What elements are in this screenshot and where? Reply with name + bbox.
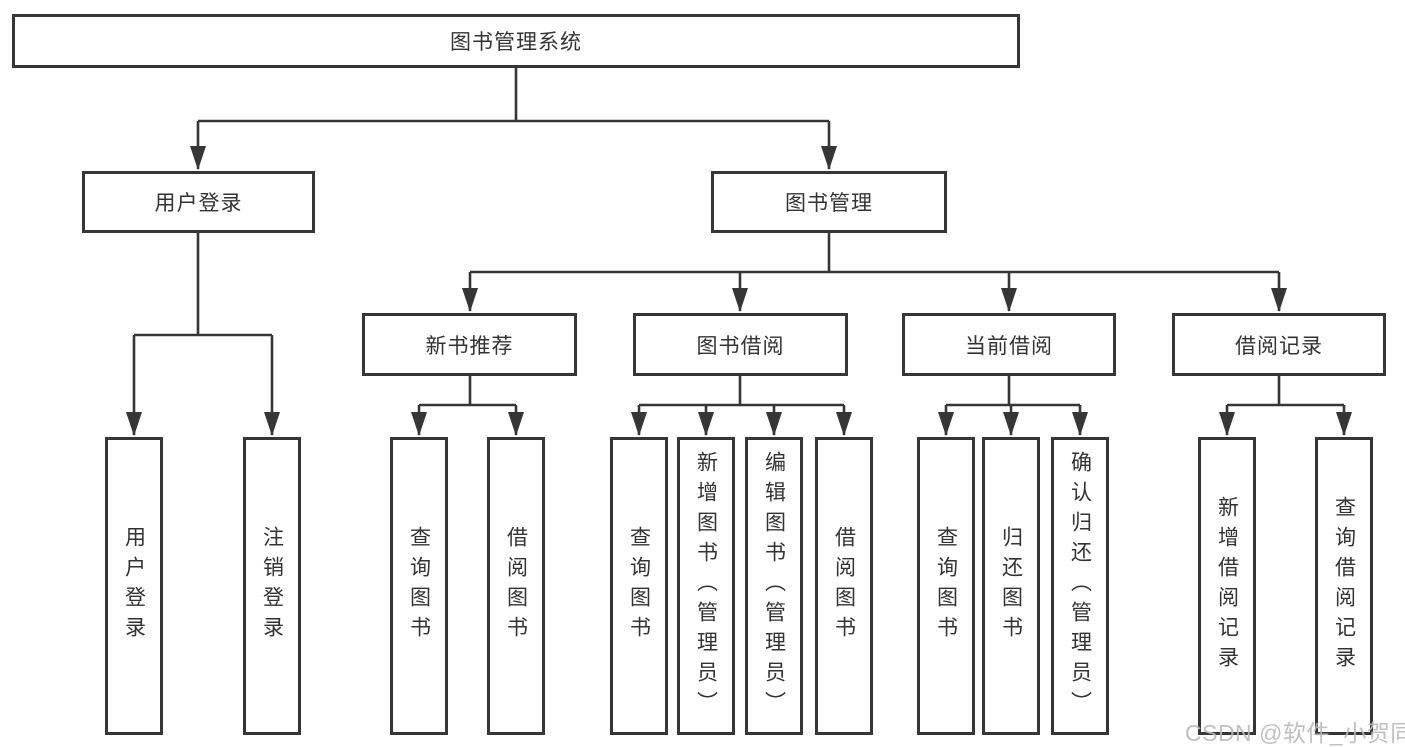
node-library-system-root: 图书管理系统 (12, 14, 1020, 68)
leaf-label: 确认归还（管理员） (1068, 451, 1092, 721)
node-current-borrowing: 当前借阅 (902, 313, 1116, 376)
connector-root (198, 68, 829, 123)
leaf-label: 借阅图书 (504, 526, 528, 646)
leaf-label: 查询借阅记录 (1332, 496, 1356, 676)
leaf-label: 查询图书 (627, 526, 651, 646)
leaf-confirm-return-admin: 确认归还（管理员） (1051, 437, 1109, 735)
leaf-query-borrow-record: 查询借阅记录 (1315, 437, 1373, 735)
leaf-label: 新增图书（管理员） (694, 451, 718, 721)
node-label: 借阅记录 (1235, 334, 1323, 358)
node-borrowing-records: 借阅记录 (1172, 313, 1386, 376)
node-user-login: 用户登录 (82, 171, 315, 233)
node-label: 用户登录 (154, 192, 243, 215)
node-label: 图书借阅 (696, 334, 785, 358)
leaf-label: 借阅图书 (832, 526, 856, 646)
node-new-book-recommend: 新书推荐 (362, 313, 577, 376)
leaf-user-login: 用户登录 (105, 437, 163, 735)
leaf-query-books-borrowing: 查询图书 (610, 437, 668, 735)
node-label: 当前借阅 (965, 334, 1053, 358)
leaf-query-books-current: 查询图书 (917, 437, 975, 735)
leaf-label: 注销登录 (260, 526, 284, 646)
node-label: 新书推荐 (425, 334, 514, 358)
node-label: 图书管理 (785, 192, 873, 215)
leaf-add-borrow-record: 新增借阅记录 (1198, 437, 1256, 735)
connector-book-borrowing (639, 376, 844, 407)
csdn-watermark: CSDN @软件_小贺同学 (1185, 720, 1405, 746)
leaf-edit-book-admin: 编辑图书（管理员） (745, 437, 803, 735)
connector-user-login (134, 233, 272, 337)
node-book-management: 图书管理 (711, 171, 947, 233)
leaf-label: 归还图书 (999, 526, 1023, 646)
leaf-borrow-books-borrowing: 借阅图书 (815, 437, 873, 735)
node-book-borrowing: 图书借阅 (633, 313, 848, 376)
connector-book-management (470, 233, 1279, 274)
leaf-label: 新增借阅记录 (1215, 496, 1239, 676)
leaf-query-books-recommend: 查询图书 (390, 437, 448, 735)
leaf-return-books: 归还图书 (982, 437, 1040, 735)
connector-borrowing-records (1227, 376, 1344, 407)
leaf-label: 编辑图书（管理员） (762, 451, 786, 721)
leaf-label: 用户登录 (122, 526, 146, 646)
leaf-label: 查询图书 (407, 526, 431, 646)
node-label: 图书管理系统 (450, 31, 582, 54)
leaf-borrow-books-recommend: 借阅图书 (487, 437, 545, 735)
leaf-add-book-admin: 新增图书（管理员） (677, 437, 735, 735)
leaf-logout: 注销登录 (243, 437, 301, 735)
connector-new-book-recommend (419, 376, 516, 407)
connector-current-borrowing (946, 376, 1080, 407)
leaf-label: 查询图书 (934, 526, 958, 646)
